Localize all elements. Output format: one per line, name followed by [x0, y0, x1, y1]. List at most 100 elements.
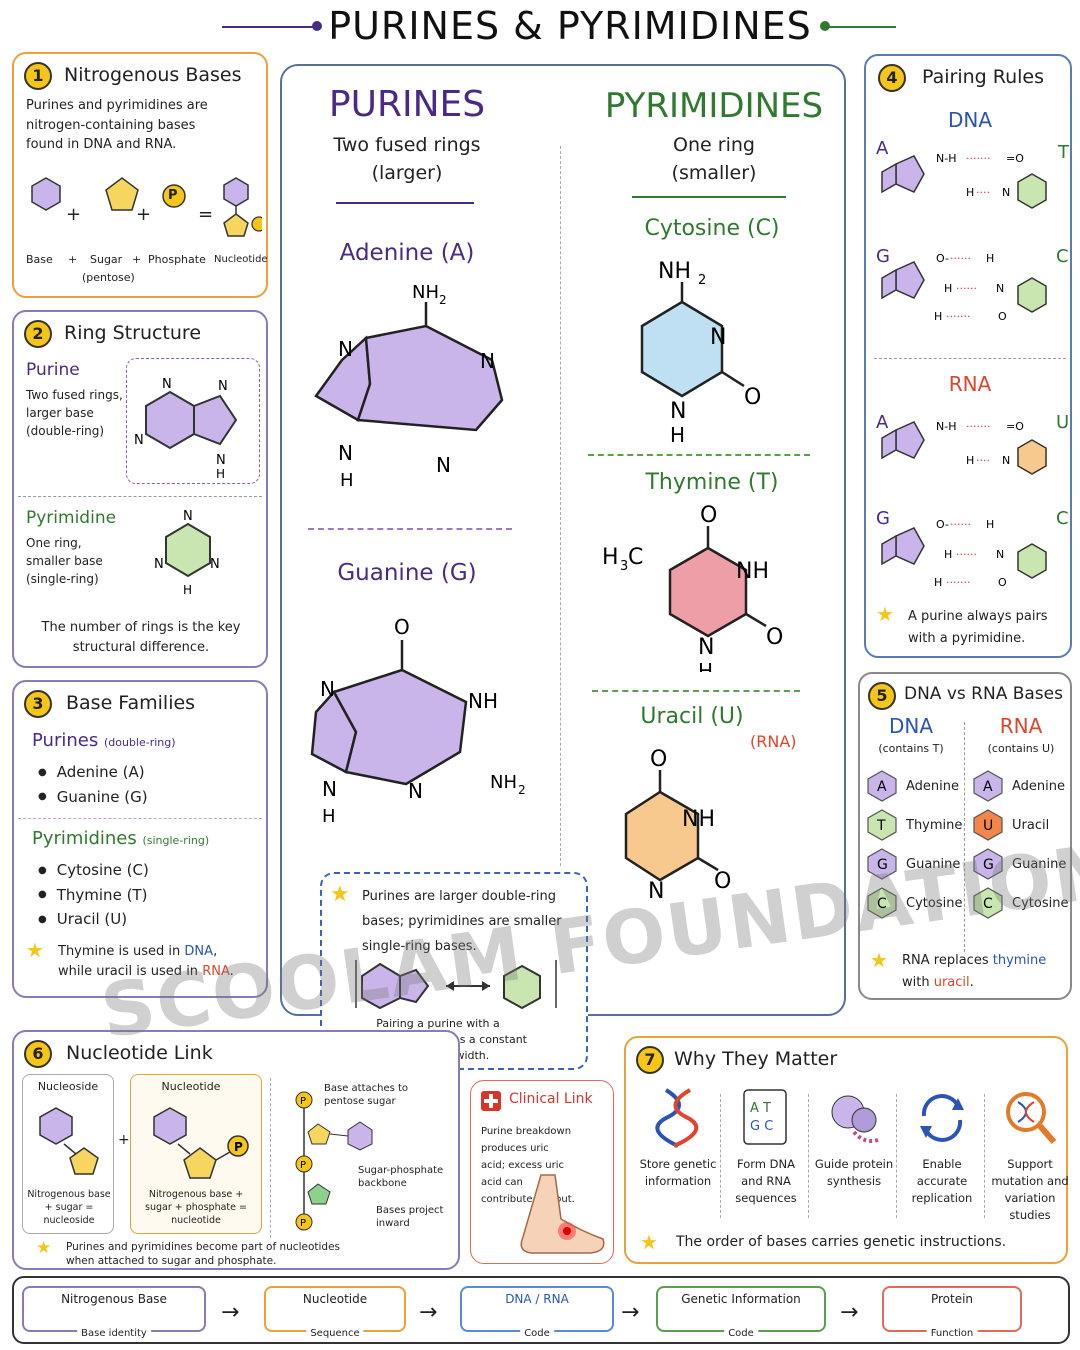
svg-text:NH: NH [412, 282, 439, 303]
star-icon: ★ [876, 602, 894, 626]
why-item-label: Store genetic information [639, 1157, 717, 1188]
svg-text:N: N [322, 777, 337, 801]
base-hexagon-icon: A [867, 770, 897, 802]
purine-description: Two fused rings, larger base (double-rin… [26, 388, 123, 438]
adenine-label: Adenine (A) [339, 240, 475, 266]
svg-text:O-: O- [936, 518, 949, 531]
replacement-note: RNA replaces thymine with uracil. [902, 953, 1047, 990]
divider [18, 496, 262, 497]
title-line-right [826, 26, 896, 28]
clinical-text: Purine breakdown produces uric acid; exc… [481, 1126, 575, 1205]
why-note: The order of bases carries genetic instr… [676, 1234, 1007, 1250]
svg-text:H: H [340, 470, 354, 491]
svg-text:····: ···· [976, 186, 990, 199]
divider [896, 1094, 897, 1218]
section-text: Purines and pyrimidines are nitrogen-con… [26, 98, 208, 152]
svg-text:O: O [394, 615, 410, 639]
svg-text:N: N [134, 433, 144, 448]
label-base: Base [26, 253, 53, 266]
svg-text:N: N [1002, 454, 1010, 467]
svg-text:P: P [300, 1218, 306, 1229]
list-item: Guanine (G) [38, 785, 148, 810]
svg-text:A: A [876, 412, 889, 433]
svg-text:H: H [966, 454, 974, 467]
svg-text:N: N [154, 557, 164, 572]
pyrimidines-subtitle-2: (smaller) [671, 162, 757, 184]
purines-subtitle-1: Two fused rings [333, 134, 481, 156]
svg-text:N: N [338, 337, 353, 361]
svg-text:G: G [877, 857, 888, 873]
divider [18, 818, 262, 819]
svg-text:H: H [934, 310, 942, 323]
why-item: Support mutation and variation studies [990, 1086, 1070, 1224]
svg-text:P: P [234, 1140, 243, 1154]
uracil-structure: O NH O NH [624, 747, 731, 906]
why-item: Enable accurate replication [902, 1086, 982, 1207]
title-line-left [222, 26, 317, 28]
pyrimidine-heading: Pyrimidine [26, 508, 117, 528]
svg-text:C: C [983, 896, 993, 912]
svg-text:N: N [436, 453, 451, 477]
cytosine-label: Cytosine (C) [644, 216, 780, 241]
clinical-link-card: Clinical Link Purine breakdown produces … [470, 1080, 614, 1264]
purines-title: PURINES [328, 84, 486, 125]
star-icon: ★ [26, 938, 44, 962]
section-nucleotide-link: 6 Nucleotide Link Nucleoside Nitrogenous… [12, 1030, 460, 1270]
center-panel: PURINES Two fused rings (larger) PYRIMID… [280, 64, 846, 1070]
svg-text:=O: =O [1006, 420, 1024, 433]
svg-text:H: H [698, 659, 713, 672]
label-plus: + [132, 253, 142, 266]
section-number: 2 [24, 320, 52, 348]
arrow-right-icon: → [221, 1300, 240, 1325]
thymine-label: Thymine (T) [645, 470, 779, 495]
guanine-label: Guanine (G) [337, 560, 477, 586]
svg-text:N: N [648, 879, 664, 904]
backbone-label: Sugar-phosphate backbone [358, 1165, 444, 1189]
divider [720, 1094, 721, 1218]
list-item: Thymine (T) [38, 883, 149, 908]
pyrimidine-description: One ring, smaller base (single-ring) [26, 536, 103, 586]
why-item-label: Guide protein synthesis [814, 1157, 894, 1188]
svg-text:G C: G C [750, 1119, 773, 1134]
svg-text:N: N [210, 557, 220, 572]
section-title: Nucleotide Link [66, 1042, 213, 1064]
pyrimidines-label: Pyrimidines [32, 828, 137, 849]
nucleoside-description: Nitrogenous base + sugar = nucleoside [27, 1189, 111, 1226]
base-hexagon-icon: G [867, 848, 897, 880]
svg-text:C: C [628, 545, 643, 570]
section-nitrogenous-bases: 1 Nitrogenous Bases Purines and pyrimidi… [12, 52, 268, 298]
svg-text:O: O [700, 503, 717, 528]
section-number: 1 [24, 62, 52, 90]
purines-underline [336, 202, 474, 204]
svg-text:H: H [183, 583, 192, 597]
svg-text:······: ······ [956, 282, 977, 295]
section-title: Nitrogenous Bases [64, 64, 242, 86]
center-note: Purines are larger double-ring bases; py… [362, 889, 562, 954]
svg-text:N: N [710, 325, 726, 350]
backbone-diagram: P P P [295, 1091, 373, 1231]
base-name: Uracil [1012, 817, 1050, 833]
section-dna-vs-rna: 5 DNA vs RNA Bases DNA (contains T) RNA … [858, 672, 1072, 1000]
section-title: Ring Structure [64, 322, 202, 344]
flow-step-label: Genetic Information [681, 1292, 801, 1306]
magnifier-dna-icon [1006, 1092, 1057, 1144]
svg-text:O: O [766, 625, 783, 650]
nucleoside-diagram [39, 1107, 99, 1175]
section-ring-structure: 2 Ring Structure Purine Two fused rings,… [12, 310, 268, 668]
svg-text:A T: A T [750, 1101, 771, 1116]
svg-text:·······: ······· [966, 152, 990, 165]
dna-heading: DNA [947, 108, 993, 132]
svg-text:N: N [216, 453, 226, 468]
arrow-right-icon: → [621, 1300, 640, 1325]
svg-text:P: P [300, 1096, 306, 1107]
svg-text:NH: NH [490, 772, 517, 793]
svg-text:A: A [983, 779, 993, 795]
pyrimidines-family-heading: Pyrimidines (single-ring) [32, 828, 209, 849]
clinical-title: Clinical Link [509, 1091, 593, 1107]
why-item-label: Form DNA and RNA sequences [735, 1157, 797, 1205]
